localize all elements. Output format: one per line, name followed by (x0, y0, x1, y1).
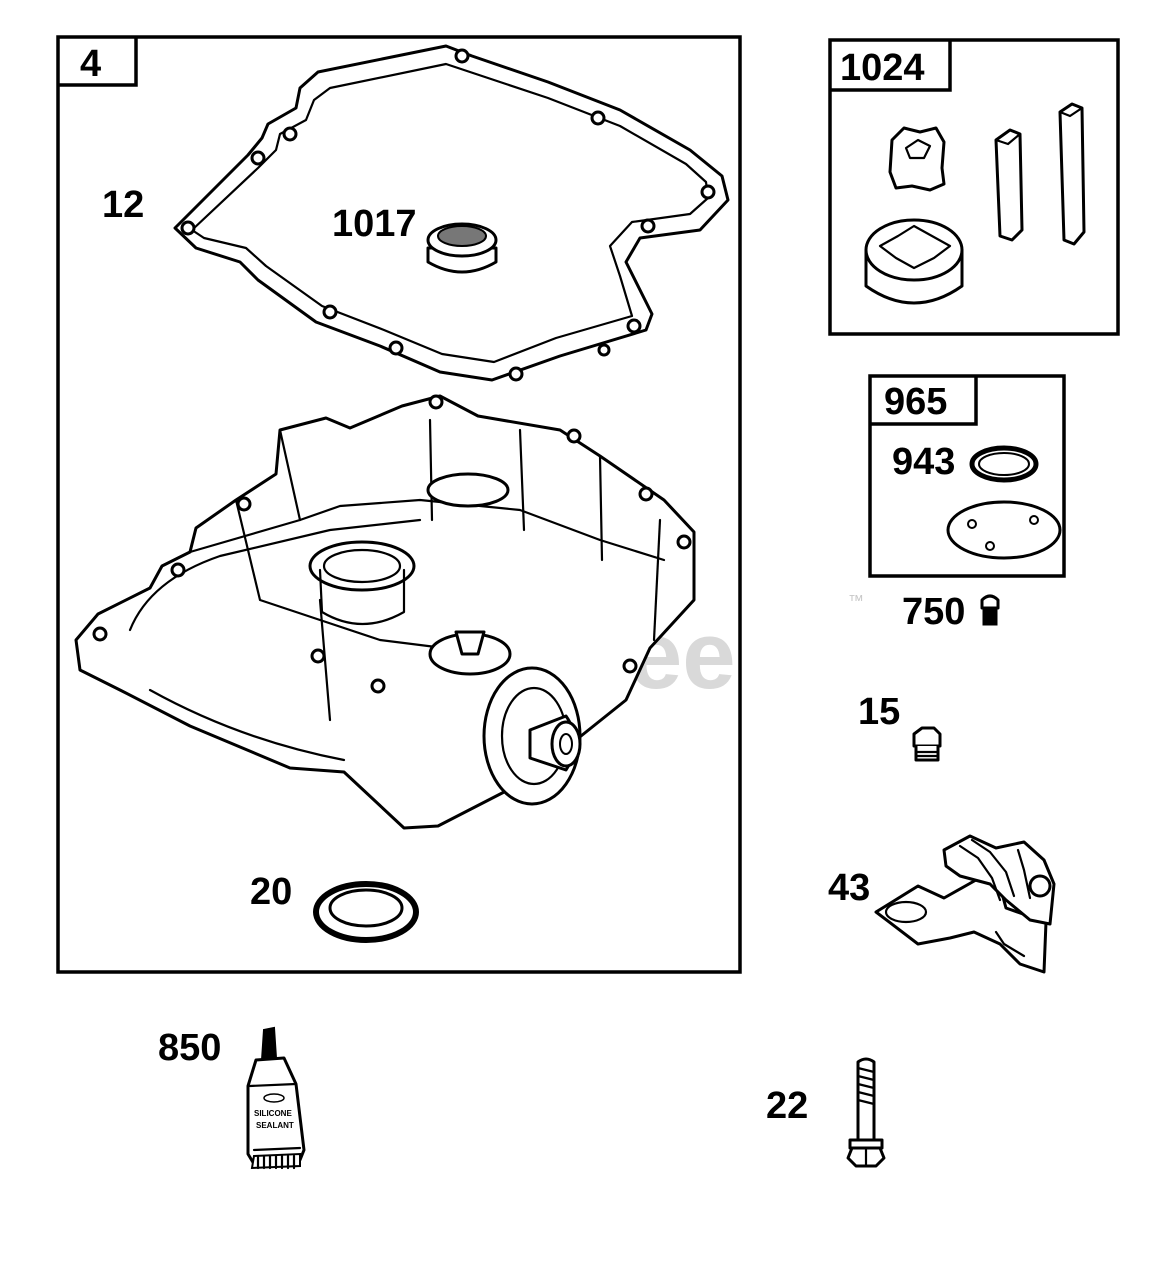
part-label-43: 43 (828, 867, 870, 909)
pump-cover-plate[interactable] (946, 500, 1062, 560)
oil-filter-screen-1017[interactable] (426, 222, 498, 274)
part-label-20: 20 (250, 871, 292, 913)
plug-15[interactable] (912, 726, 942, 762)
crankcase-sump[interactable] (74, 394, 696, 830)
oil-seal-20[interactable] (313, 881, 419, 943)
kit-4-box[interactable]: 4 (56, 35, 742, 974)
sealant-text-line1: SILICONE (254, 1109, 292, 1118)
part-label-1017: 1017 (332, 203, 417, 245)
part-label-943: 943 (892, 441, 955, 483)
kit-965-box[interactable]: 965 (868, 374, 1066, 578)
kit-1024-box[interactable]: 1024 (828, 38, 1120, 336)
watermark-trademark: ™ (848, 593, 864, 610)
part-label-850: 850 (158, 1027, 221, 1069)
part-label-15: 15 (858, 691, 900, 733)
kit-965-label: 965 (884, 381, 947, 423)
o-ring-943[interactable] (969, 445, 1039, 483)
gasket-12[interactable] (173, 44, 730, 382)
governor-43[interactable] (874, 834, 1056, 974)
screw-750[interactable] (980, 594, 1000, 626)
sealant-tube-850[interactable]: SILICONE SEALANT (246, 1026, 306, 1170)
kit-1024-label: 1024 (840, 47, 925, 89)
part-label-12: 12 (102, 184, 144, 226)
kit-4-label: 4 (80, 43, 101, 85)
sealant-text-line2: SEALANT (256, 1121, 294, 1130)
part-label-22: 22 (766, 1085, 808, 1127)
part-label-750: 750 (902, 591, 965, 633)
bolt-22[interactable] (846, 1057, 886, 1168)
oil-pump-rotor-set[interactable] (864, 102, 1086, 305)
